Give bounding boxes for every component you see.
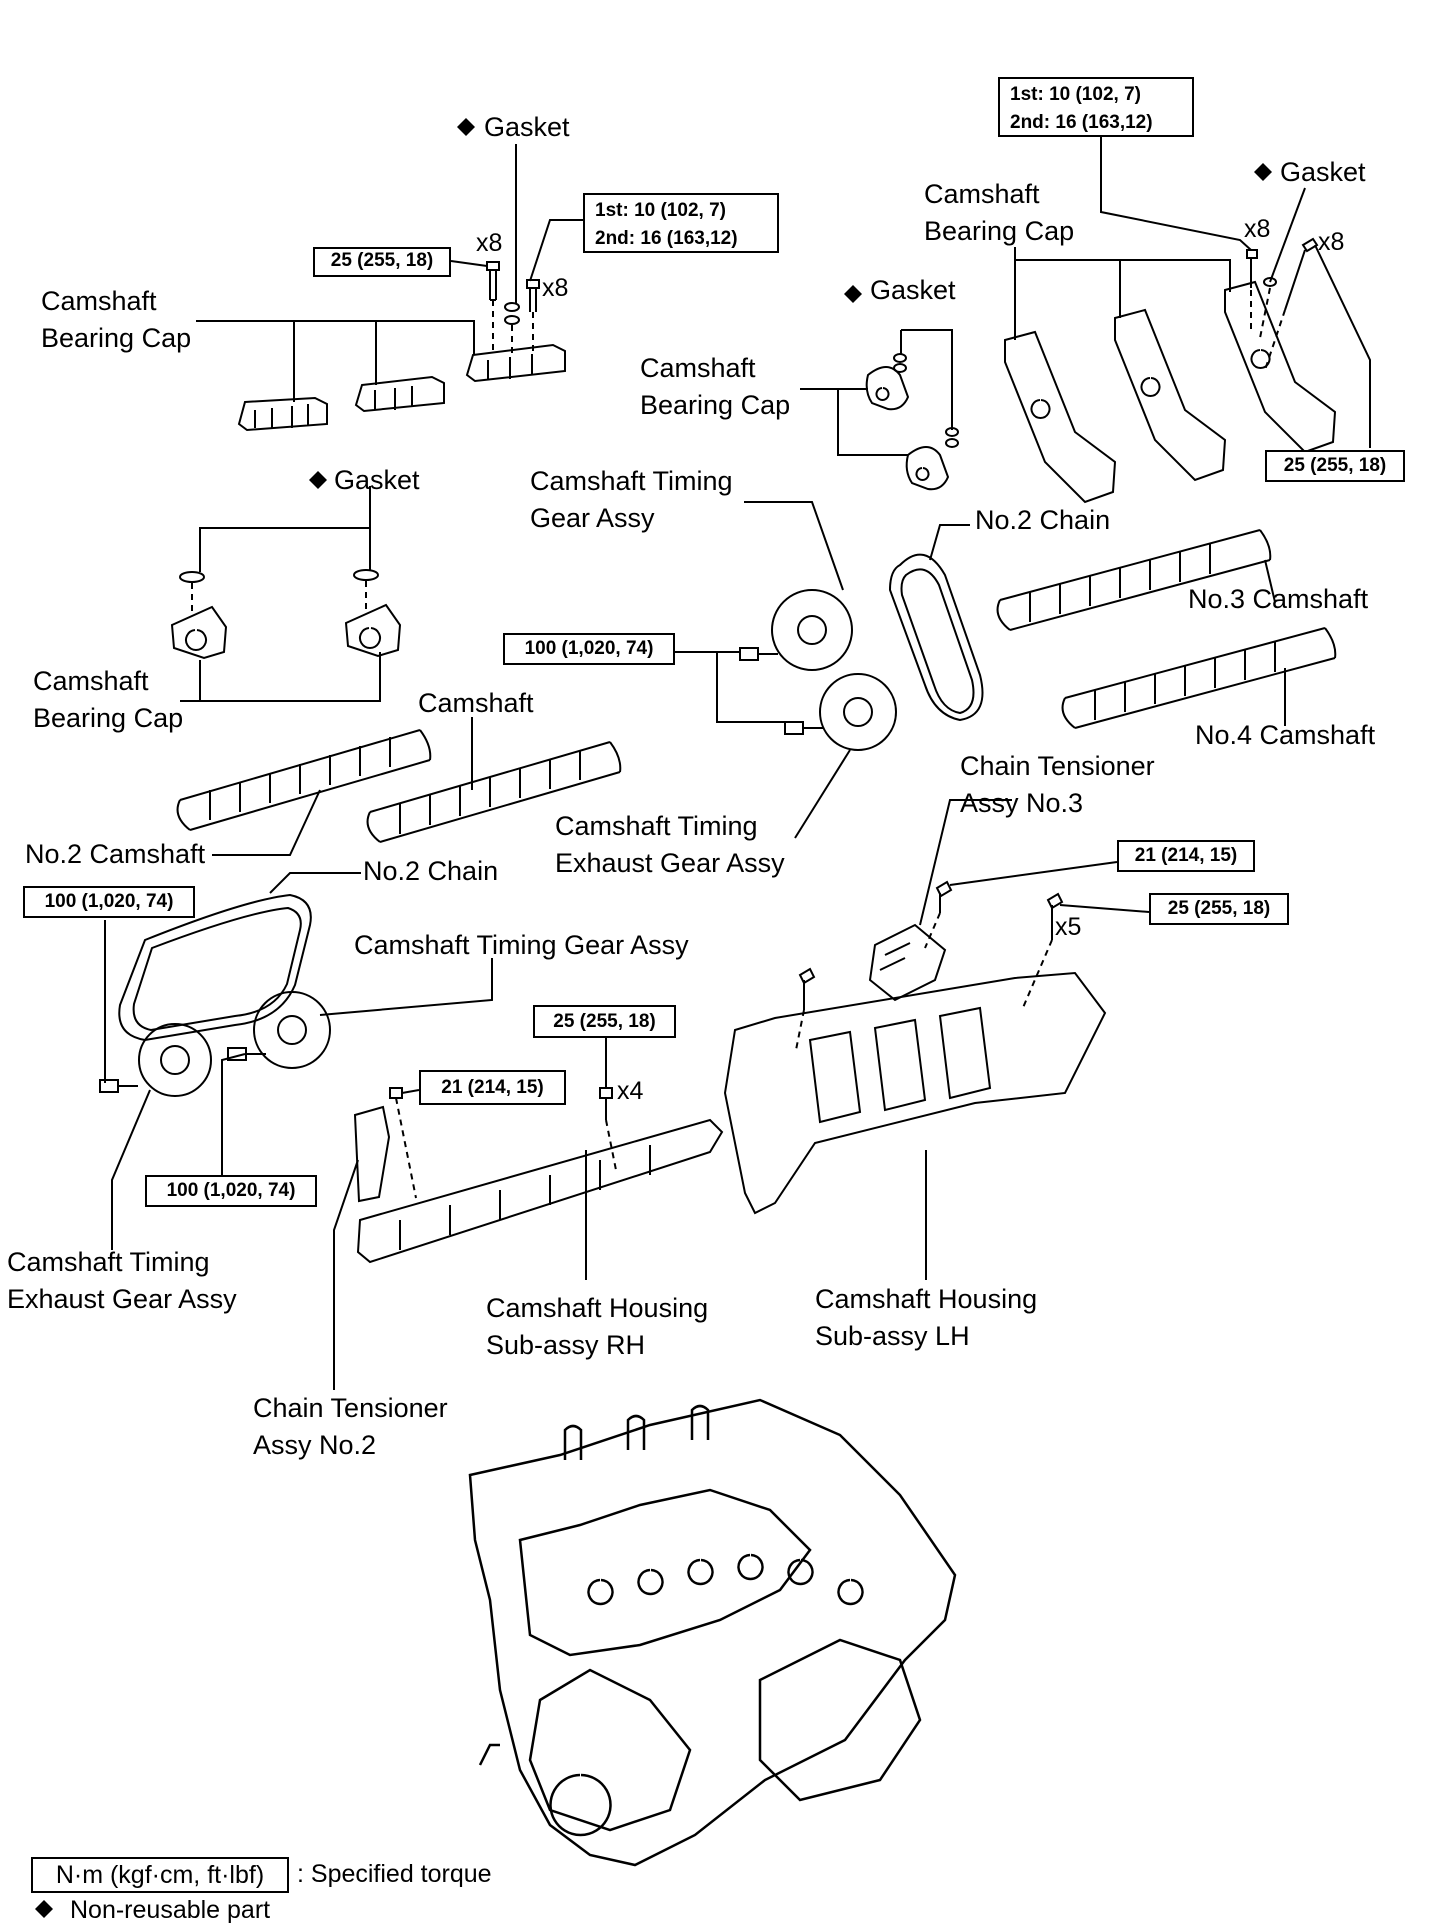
torque-box-21-tensioner3: 21 (214, 15) <box>1117 840 1255 872</box>
torque-box-25-housing-rh: 25 (255, 18) <box>533 1005 676 1038</box>
label-bearing-cap-top-left-line1: Camshaft <box>41 286 157 316</box>
torque-two-stage-left-second: 2nd: 16 (163,12) <box>595 228 738 249</box>
camshaft-drawings <box>176 529 1337 843</box>
label-tensioner-no3-line1: Chain Tensioner <box>960 751 1155 781</box>
label-no3-camshaft: No.3 Camshaft <box>1188 584 1369 614</box>
torque-box-25-right: 25 (255, 18) <box>1265 450 1405 482</box>
timing-chain-drawings <box>118 553 984 1042</box>
torque-two-stage-left-first: 1st: 10 (102, 7) <box>595 200 726 221</box>
torque-box-two-stage-left: 1st: 10 (102, 7) 2nd: 16 (163,12) <box>583 193 779 253</box>
label-bearing-cap-left-line1: Camshaft <box>33 666 149 696</box>
legend-non-reusable-part: Non-reusable part <box>70 1896 271 1924</box>
bearing-cap-group-mid-top <box>865 353 959 491</box>
torque-box-100-left-bottom: 100 (1,020, 74) <box>145 1175 317 1207</box>
label-timing-gear-left: Camshaft Timing Gear Assy <box>354 930 689 960</box>
label-bearing-cap-top-right-line2: Bearing Cap <box>924 216 1075 246</box>
label-housing-lh-line1: Camshaft Housing <box>815 1284 1038 1314</box>
camshaft-housing-lh-drawing <box>723 892 1107 1215</box>
label-bearing-cap-mid-line1: Camshaft <box>640 353 756 383</box>
label-tensioner-no2-line1: Chain Tensioner <box>253 1393 448 1423</box>
legend-torque-description: : Specified torque <box>297 1860 492 1888</box>
torque-box-two-stage-right: 1st: 10 (102, 7) 2nd: 16 (163,12) <box>998 77 1194 137</box>
label-housing-lh-line2: Sub-assy LH <box>815 1321 970 1351</box>
label-exhaust-gear-left-line1: Camshaft Timing <box>7 1247 210 1277</box>
label-bearing-cap-top-left-line2: Bearing Cap <box>41 323 192 353</box>
torque-box-21-tensioner2: 21 (214, 15) <box>419 1070 566 1105</box>
label-housing-rh-line1: Camshaft Housing <box>486 1293 709 1323</box>
diamond-icon <box>35 118 1272 1918</box>
label-exhaust-gear-left-line2: Exhaust Gear Assy <box>7 1284 237 1314</box>
leader-lines <box>104 134 1371 1390</box>
label-bearing-cap-top-right-line1: Camshaft <box>924 179 1040 209</box>
engine-block-drawing <box>468 1398 957 1867</box>
legend-torque-unit-box: N·m (kgf·cm, ft·lbf) <box>31 1857 289 1893</box>
bearing-cap-group-left <box>170 569 402 660</box>
torque-two-stage-right-second: 2nd: 16 (163,12) <box>1010 112 1153 133</box>
label-no2-chain-right: No.2 Chain <box>975 505 1111 535</box>
label-bearing-cap-mid-line2: Bearing Cap <box>640 390 791 420</box>
label-gasket-top-right: Gasket <box>1280 157 1366 187</box>
label-camshaft: Camshaft <box>418 688 534 718</box>
label-exhaust-gear-center-line1: Camshaft Timing <box>555 811 758 841</box>
label-gasket-top-center: Gasket <box>484 112 570 142</box>
torque-two-stage-right-first: 1st: 10 (102, 7) <box>1010 84 1141 105</box>
label-tensioner-no2-line2: Assy No.2 <box>253 1430 377 1460</box>
label-no2-chain-left: No.2 Chain <box>363 856 499 886</box>
label-bearing-cap-left-line2: Bearing Cap <box>33 703 184 733</box>
label-no4-camshaft: No.4 Camshaft <box>1195 720 1376 750</box>
bearing-cap-group-top-left <box>237 261 566 432</box>
torque-box-25-top-left: 25 (255, 18) <box>313 247 451 277</box>
torque-box-100-center: 100 (1,020, 74) <box>503 633 675 665</box>
bearing-cap-group-top-right <box>1004 237 1337 504</box>
qty-x8-c: x8 <box>1244 215 1271 243</box>
label-housing-rh-line2: Sub-assy RH <box>486 1330 646 1360</box>
qty-x4: x4 <box>617 1077 644 1105</box>
label-exhaust-gear-center-line2: Exhaust Gear Assy <box>555 848 785 878</box>
qty-x8-a: x8 <box>476 229 503 257</box>
camshaft-housing-rh-drawing <box>353 1087 724 1264</box>
label-no2-camshaft: No.2 Camshaft <box>25 839 206 869</box>
qty-x8-b: x8 <box>542 274 569 302</box>
qty-x8-d: x8 <box>1318 228 1345 256</box>
label-tensioner-no3-line2: Assy No.3 <box>960 788 1084 818</box>
chain-tensioner-no3-drawing <box>868 880 953 1002</box>
label-gasket-mid: Gasket <box>870 275 956 305</box>
torque-box-25-housing-lh: 25 (255, 18) <box>1149 893 1289 925</box>
label-timing-gear-line2: Gear Assy <box>530 503 655 533</box>
timing-gear-drawings <box>99 589 897 1097</box>
qty-x5: x5 <box>1055 913 1082 941</box>
torque-box-100-left-top: 100 (1,020, 74) <box>23 886 195 918</box>
label-gasket-left: Gasket <box>334 465 420 495</box>
label-timing-gear-line1: Camshaft Timing <box>530 466 733 496</box>
